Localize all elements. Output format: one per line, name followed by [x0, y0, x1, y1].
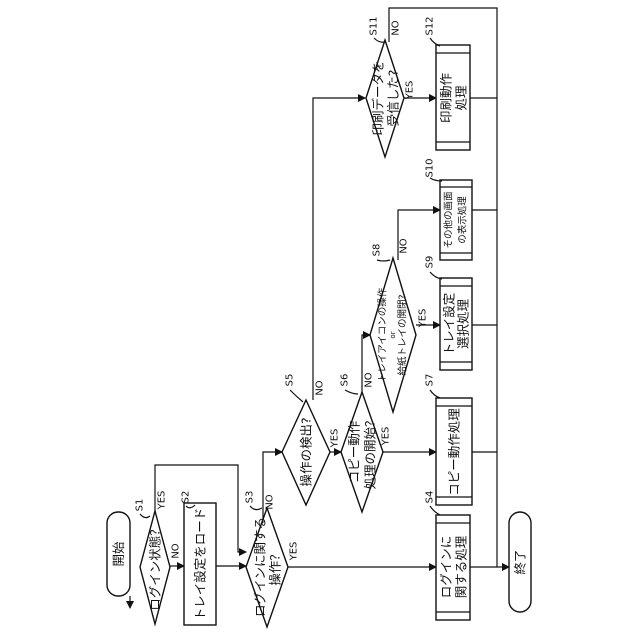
s9-text-line2: 選択処理 [456, 299, 471, 350]
step-label-s8: S8 [372, 244, 383, 257]
step-leader-s12 [430, 38, 440, 46]
s1-no-label: NO [171, 543, 182, 558]
s6-no-label: NO [364, 372, 375, 387]
step-label-s5: S5 [285, 374, 296, 387]
start-label: 開始 [111, 541, 126, 567]
step-label-s12: S12 [425, 16, 436, 35]
s8-text-line2: 給紙トレイの開閉? [397, 294, 409, 375]
s11-yes-label: YES [405, 81, 416, 101]
step-label-s9: S9 [425, 256, 436, 269]
decision-s1-login-state: ログイン状態？ [140, 511, 170, 624]
step-leader-s11 [374, 38, 384, 42]
s8-yes-label: YES [418, 309, 429, 329]
s1-yes-label: YES [157, 491, 168, 511]
step-leader-s4 [430, 506, 440, 515]
s2-text: トレイ設定をロード [193, 508, 208, 621]
s6-yes-label: YES [381, 427, 392, 447]
s3-text-line1: ログインに関する [253, 517, 268, 617]
decision-s5-detect-op: 操作の検出? [282, 400, 330, 505]
s6-text-line1: コピー動作 [347, 420, 362, 483]
step-label-s3: S3 [245, 491, 256, 504]
step-leader-s7 [430, 390, 440, 398]
s11-no-label: NO [391, 20, 402, 35]
s7-text: コピー動作処理 [447, 408, 462, 496]
step-leader-s8 [377, 260, 390, 261]
s4-text-line1: ログインに [439, 536, 454, 599]
s5-no-label: NO [315, 380, 326, 395]
s11-text-line2: 受信した? [386, 70, 401, 127]
step-leader-s5 [290, 390, 303, 402]
step-label-s11: S11 [369, 16, 380, 35]
step-label-s7: S7 [425, 374, 436, 387]
step-label-s10: S10 [425, 158, 436, 177]
step-label-s4: S4 [425, 491, 436, 504]
s10-text-line2: の表示処理 [457, 196, 469, 244]
s3-text-line2: 操作？ [268, 548, 283, 586]
s3-no-label: NO [265, 494, 276, 509]
step-leader-s3 [250, 506, 262, 510]
s5-yes-label: YES [330, 429, 341, 449]
s1-text: ログイン状態？ [148, 523, 163, 611]
s12-text-line2: 処理 [454, 85, 469, 111]
edge-s6-no [362, 335, 370, 402]
decision-s6-copy-start: コピー動作 処理の開始？ [341, 392, 383, 512]
process-s10-other-display: その他の画面 の表示処理 [440, 180, 472, 260]
s9-text-line1: トレイ設定 [442, 293, 457, 356]
step-label-s2: S2 [181, 491, 192, 504]
s3-yes-label: YES [289, 542, 300, 562]
s8-no-label: NO [399, 238, 410, 253]
decision-s3-login-op: ログインに関する 操作？ [246, 508, 288, 627]
s12-text-line1: 印刷動作 [439, 73, 454, 124]
step-leader-s6 [345, 390, 358, 394]
process-s9-tray-select: トレイ設定 選択処理 [440, 278, 472, 370]
process-s4-login-proc: ログインに 関する処理 [436, 515, 470, 620]
s8-text-or: or [389, 331, 397, 338]
step-label-s1: S1 [135, 499, 146, 512]
step-leader-s1 [140, 514, 150, 518]
end-terminal: 終了 [509, 512, 531, 612]
process-s2-load-tray: トレイ設定をロード [184, 503, 216, 625]
edge-s5-no [313, 98, 365, 400]
s10-text-line1: その他の画面 [443, 191, 455, 248]
s5-text: 操作の検出? [299, 417, 314, 486]
process-s7-copy-proc: コピー動作処理 [436, 398, 472, 505]
end-label: 終了 [513, 549, 528, 574]
s11-text-line1: 印刷データを [371, 60, 386, 135]
start-terminal: 開始 [107, 512, 130, 596]
step-label-s6: S6 [340, 374, 351, 387]
s8-text-line1: トレイアイコンの操作 [377, 287, 389, 382]
decision-s11-print-received: 印刷データを 受信した? [366, 40, 404, 157]
s6-text-line2: 処理の開始？ [363, 414, 378, 489]
decision-s8-tray-icon: トレイアイコンの操作 or 給紙トレイの開閉? [370, 258, 416, 412]
s4-text-line2: 関する処理 [454, 535, 469, 598]
process-s12-print-proc: 印刷動作 処理 [436, 45, 470, 150]
